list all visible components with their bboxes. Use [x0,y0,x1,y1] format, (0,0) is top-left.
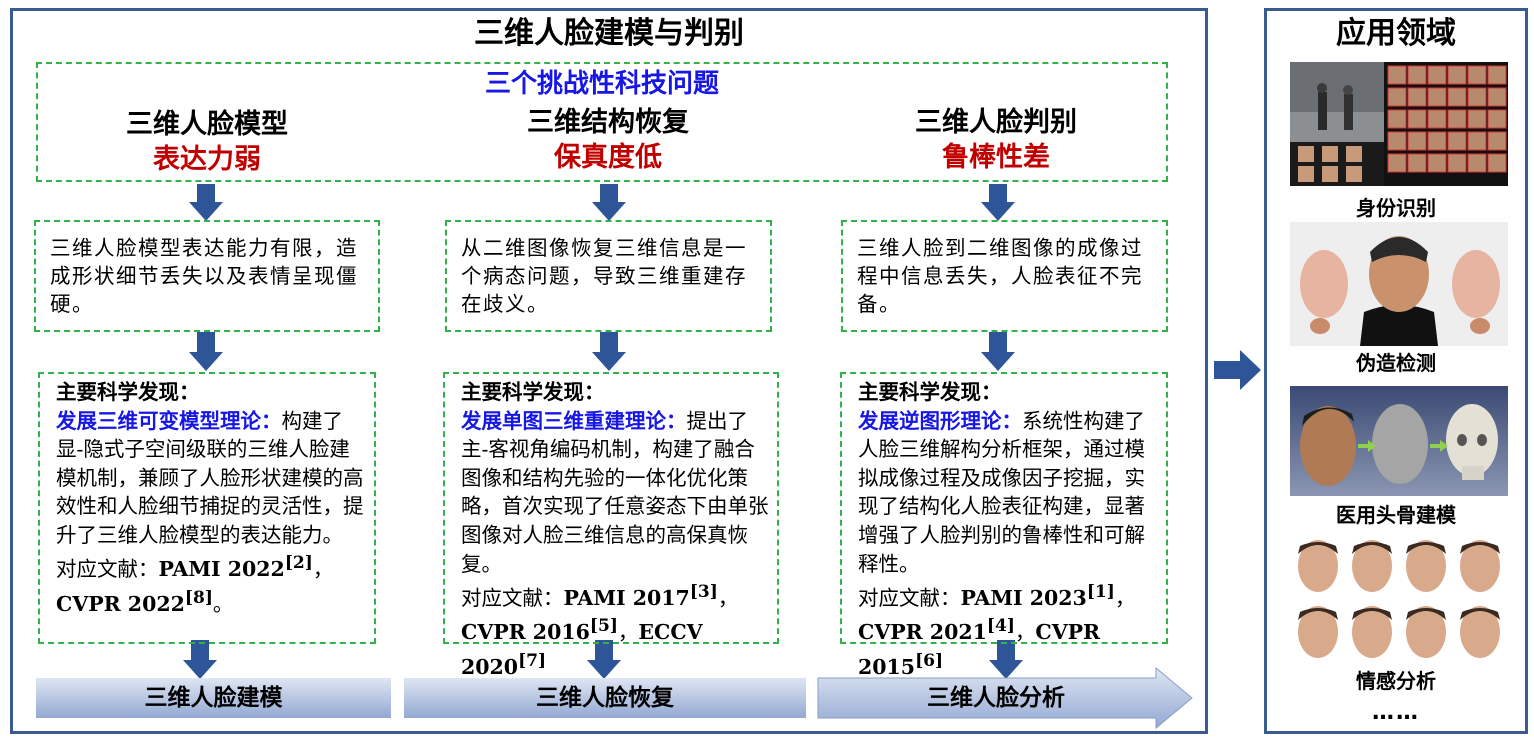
down-arrow-icon [183,640,217,679]
finding-box-1: 主要科学发现： 发展三维可变模型理论：构建了显-隐式子空间级联的三维人脸建模机制… [38,372,376,644]
identity-recognition-image [1290,62,1508,186]
applications-title: 应用领域 [1336,16,1456,51]
emotion-analysis-image [1290,536,1508,664]
down-arrow-icon [592,184,626,221]
down-arrow-icon [189,332,223,371]
down-arrow-icon [989,640,1023,679]
finding-box-3: 主要科学发现： 发展逆图形理论：系统性构建了人脸三维解构分析框架，通过模拟成像过… [840,372,1168,679]
band-label-2: 三维人脸恢复 [536,685,674,711]
description-box-2: 从二维图像恢复三维信息是一个病态问题，导致三维重建存在歧义。 [445,220,772,332]
challenges-box [36,62,1168,182]
description-box-3: 三维人脸到二维图像的成像过程中信息丢失，人脸表征不完备。 [841,220,1168,332]
finding-theory: 发展逆图形理论： [858,408,1022,433]
finding-heading: 主要科学发现： [461,380,605,404]
challenge-issue-1: 表达力弱 [153,144,261,175]
down-arrow-icon [587,640,621,679]
finding-heading: 主要科学发现： [858,380,1002,404]
finding-heading: 主要科学发现： [56,380,200,404]
finding-refs: 对应文献：PAMI 2023[1]，CVPR 2021[4]，CVPR 2015… [858,582,1136,679]
finding-text: 系统性构建了人脸三维解构分析框架，通过模拟成像过程及成像因子挖掘，实现了结构化人… [858,408,1145,576]
finding-refs: 对应文献：PAMI 2022[2]，CVPR 2022[8]。 [56,553,334,616]
applications-frame [1264,8,1528,734]
application-label-1: 身份识别 [1356,196,1436,220]
right-arrow-icon [1214,350,1261,390]
medical-skull-modeling-image [1290,386,1508,496]
application-label-2: 伪造检测 [1356,351,1436,375]
finding-text: 提出了主-客视角编码机制，构建了融合图像和结构先验的一体化优化策略，首次实现了任… [461,408,769,576]
forgery-detection-image [1290,222,1508,346]
band-label-1: 三维人脸建模 [144,685,283,711]
down-arrow-icon [592,332,626,371]
description-box-1: 三维人脸模型表达能力有限，造成形状细节丢失以及表情呈现僵硬。 [34,220,380,332]
pipeline-band [36,666,1193,730]
challenges-title: 三个挑战性科技问题 [484,69,719,99]
finding-box-2: 主要科学发现： 发展单图三维重建理论：提出了主-客视角编码机制，构建了融合图像和… [443,372,779,679]
application-label-3: 医用头骨建模 [1336,503,1456,527]
finding-theory: 发展三维可变模型理论： [56,408,282,433]
down-arrow-icon [189,184,223,221]
main-frame [10,8,1208,734]
description-text-3: 三维人脸到二维图像的成像过程中信息丢失，人脸表征不完备。 [857,236,1143,316]
description-text-2: 从二维图像恢复三维信息是一个病态问题，导致三维重建存在歧义。 [461,236,747,316]
applications-more: …… [1372,700,1420,725]
challenge-issue-3: 鲁棒性差 [942,142,1050,173]
finding-text: 构建了显-隐式子空间级联的三维人脸建模机制，兼顾了人脸形状建模的高效性和人脸细节… [56,408,364,547]
challenge-name-3: 三维人脸判别 [915,107,1077,138]
main-title: 三维人脸建模与判别 [474,16,744,51]
down-arrow-icon [981,332,1015,371]
description-text-1: 三维人脸模型表达能力有限，造成形状细节丢失以及表情呈现僵硬。 [50,236,358,316]
finding-theory: 发展单图三维重建理论： [461,408,687,433]
challenge-name-2: 三维结构恢复 [527,107,689,138]
challenge-name-1: 三维人脸模型 [126,109,288,140]
down-arrow-icon [981,184,1015,221]
challenge-issue-2: 保真度低 [554,142,662,173]
finding-refs: 对应文献：PAMI 2017[3]，CVPR 2016[5]，ECCV 2020… [461,582,739,679]
application-label-4: 情感分析 [1356,669,1436,693]
band-label-3: 三维人脸分析 [927,685,1065,711]
